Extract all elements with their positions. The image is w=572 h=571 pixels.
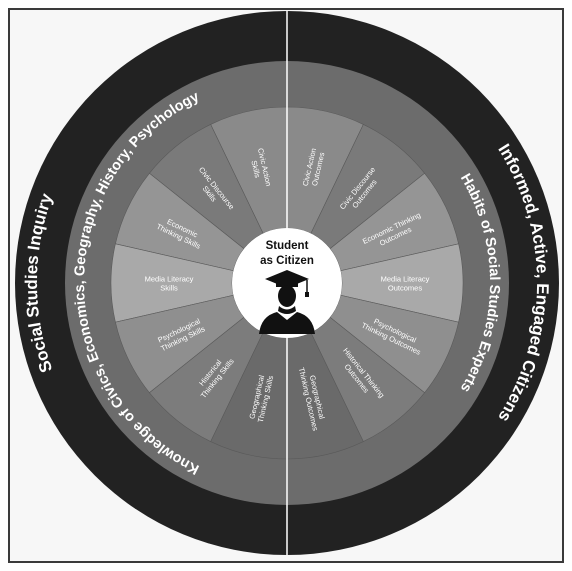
center-title-line2: as Citizen [260, 255, 314, 267]
skill-segment-5 [115, 294, 245, 394]
skill-segment-3 [115, 172, 245, 272]
segment-group [110, 106, 464, 460]
center-title-line1: Student [266, 240, 309, 252]
skill-segment-4 [110, 243, 234, 323]
graduate-student-icon [259, 270, 315, 334]
skill-segment-2 [148, 124, 264, 250]
